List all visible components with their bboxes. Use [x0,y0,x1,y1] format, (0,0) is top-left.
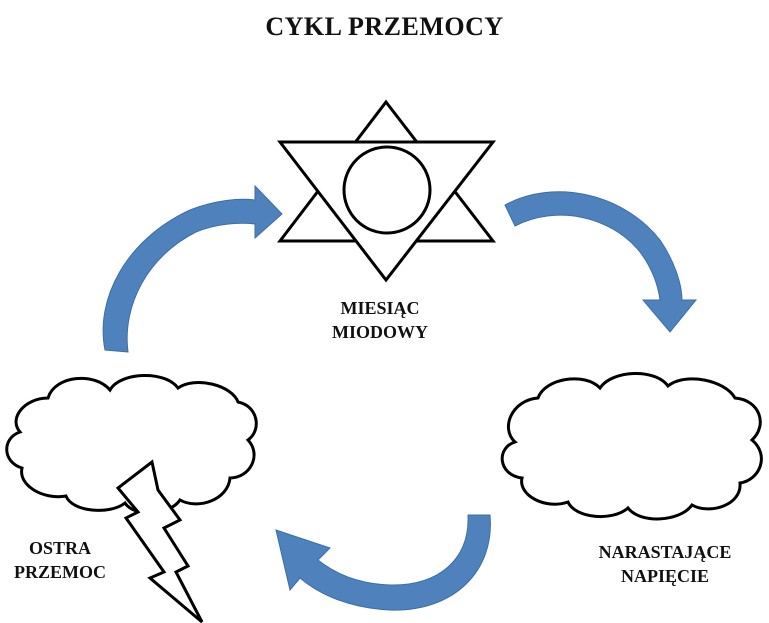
label-tension-line1: NARASTAJĄCE [598,542,732,562]
arrow-violence-to-honeymoon [102,184,283,353]
label-honeymoon-line2: MIODOWY [332,322,428,342]
label-honeymoon-line1: MIESIĄC [340,298,420,318]
lightning-bolt [115,459,204,623]
tension-cloud [500,372,763,521]
storm-cloud-lightning-icon [5,374,258,623]
label-violence-line2: PRZEMOC [14,562,106,582]
arrow-tension-to-violence [275,514,491,611]
label-honeymoon: MIESIĄC MIODOWY [300,296,460,344]
arrow-honeymoon-to-tension [504,191,698,333]
label-violence-line1: OSTRA [28,538,91,558]
cloud-icon [500,372,763,521]
label-violence: OSTRA PRZEMOC [0,536,120,584]
label-tension: NARASTAJĄCE NAPIĘCIE [570,540,760,588]
diagram-title: CYKL PRZEMOCY [265,12,504,41]
sun-star-icon [276,99,497,283]
violence-cloud [5,374,258,515]
label-tension-line2: NAPIĘCIE [620,566,709,586]
star-center-circle [342,145,432,235]
cycle-arrows [102,184,698,611]
